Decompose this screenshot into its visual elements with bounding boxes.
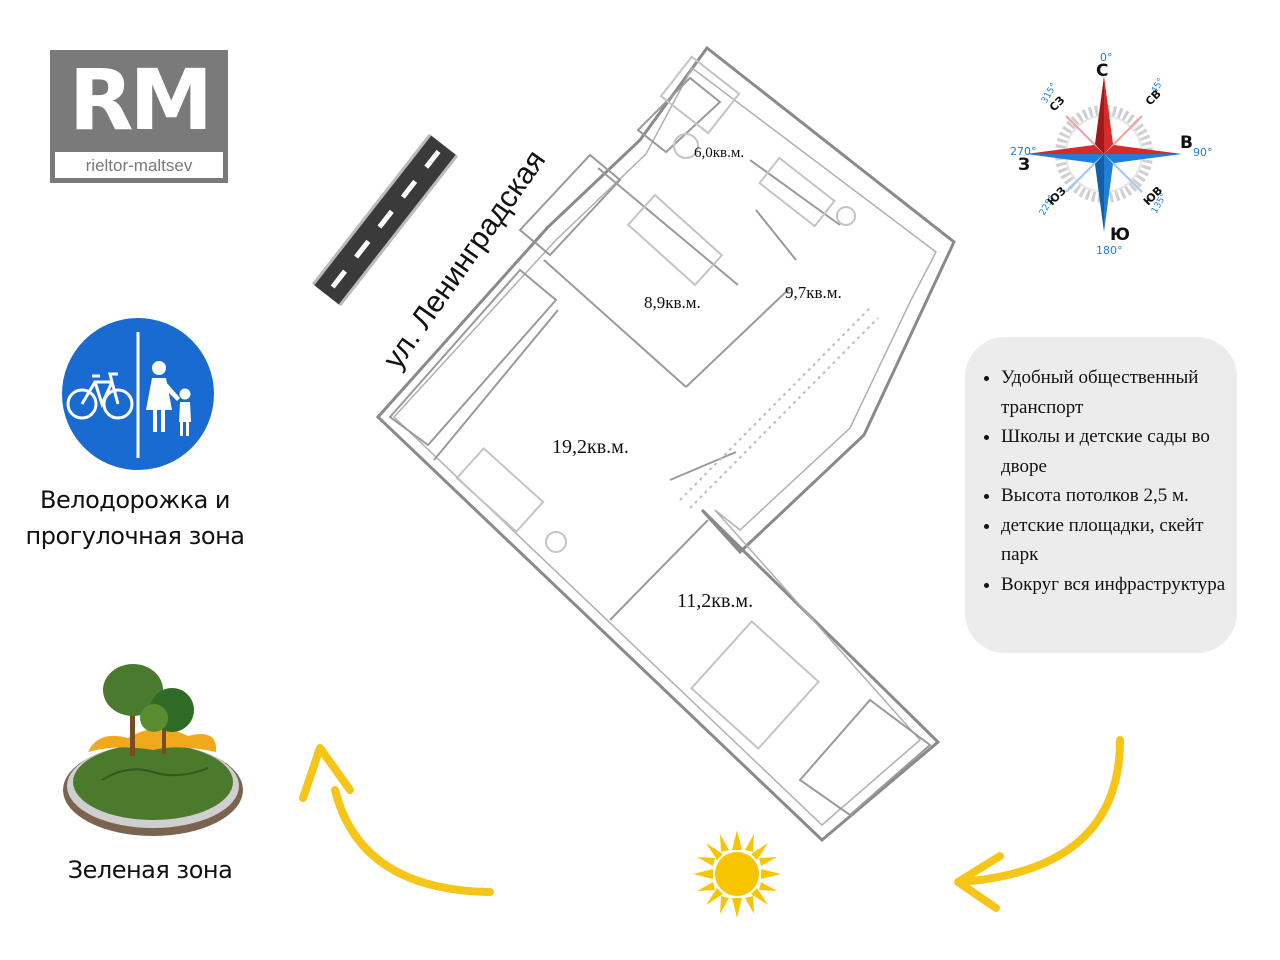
logo-letters: RM (68, 51, 213, 149)
bike-caption-line1: Велодорожка и (40, 486, 231, 514)
partition-1 (543, 259, 687, 388)
partition-8 (669, 451, 737, 481)
partition-2 (685, 287, 791, 388)
park-icon (63, 664, 243, 836)
compass-deg-w: 270° (1010, 145, 1037, 158)
room-area-hall: 9,7кв.м. (785, 283, 842, 302)
compass-e: В (1180, 133, 1193, 153)
balcony-bedroom-small (518, 153, 622, 257)
left-arrowhead (299, 744, 354, 802)
feature-item: детские площадки, скейт парк (1001, 511, 1227, 570)
bike-zone-caption: Велодорожка и прогулочная зона (10, 482, 260, 554)
bike-pedestrian-sign-icon (62, 318, 214, 470)
compass-rose-icon: С В Ю З 0° 90° 180° 270° 45° 135° 225° 3… (1010, 51, 1213, 257)
left-arrow-icon (331, 786, 494, 896)
road-marking (330, 143, 446, 289)
right-arrowhead (954, 852, 1004, 912)
small-bed (626, 193, 724, 287)
room-area-kitchen: 6,0кв.м. (694, 145, 745, 161)
balcony-kitchen (636, 76, 722, 154)
logo: RM rieltor-maltsev (50, 50, 228, 183)
features-list: Удобный общественный транспорт Школы и д… (975, 363, 1227, 599)
room-area-living: 19,2кв.м. (552, 436, 629, 458)
road-edge-top (311, 133, 432, 286)
compass-deg-e: 90° (1193, 146, 1213, 159)
features-panel: Удобный общественный транспорт Школы и д… (965, 337, 1237, 653)
toilet (836, 206, 856, 226)
compass-deg-n: 0° (1100, 51, 1113, 64)
road-icon (311, 133, 459, 307)
partition-3 (597, 167, 739, 286)
pedestrian-icon (146, 361, 191, 436)
balcony-bedroom (798, 698, 932, 817)
kitchen-table (673, 133, 699, 159)
sun-icon (693, 830, 781, 918)
compass-n: С (1096, 61, 1108, 81)
partition-6 (433, 309, 559, 461)
feature-item: Вокруг вся инфраструктура (1001, 570, 1227, 600)
logo-subtitle: rieltor-maltsev (55, 152, 223, 178)
armchair (545, 531, 567, 553)
feature-item: Удобный общественный транспорт (1001, 363, 1227, 422)
right-arrow-icon (956, 736, 1124, 886)
bed (690, 620, 820, 750)
floor-plan (375, 45, 956, 843)
balcony-living (388, 268, 558, 447)
bathtub (758, 156, 836, 228)
outer-wall (375, 45, 956, 843)
green-zone-caption: Зеленая зона (67, 856, 233, 884)
sun-path-arrows (299, 736, 1124, 918)
partition-7 (609, 519, 709, 621)
hall-cabinet (679, 307, 879, 509)
compass-deg-s: 180° (1096, 244, 1123, 257)
kitchen-stove (659, 55, 741, 135)
bicycle-icon (66, 372, 134, 420)
sofa (455, 446, 545, 534)
compass-w: З (1018, 155, 1030, 175)
partition-5 (755, 209, 797, 261)
room-area-bedroom: 11,2кв.м. (677, 590, 754, 612)
inner-wall (392, 66, 937, 827)
room-area-small-bedroom: 8,9кв.м. (644, 293, 701, 312)
compass-s: Ю (1110, 225, 1130, 245)
feature-item: Высота потолков 2,5 м. (1001, 481, 1227, 511)
feature-item: Школы и детские сады во дворе (1001, 422, 1227, 481)
bike-caption-line2: прогулочная зона (25, 522, 245, 550)
road-edge-bottom (338, 154, 459, 307)
